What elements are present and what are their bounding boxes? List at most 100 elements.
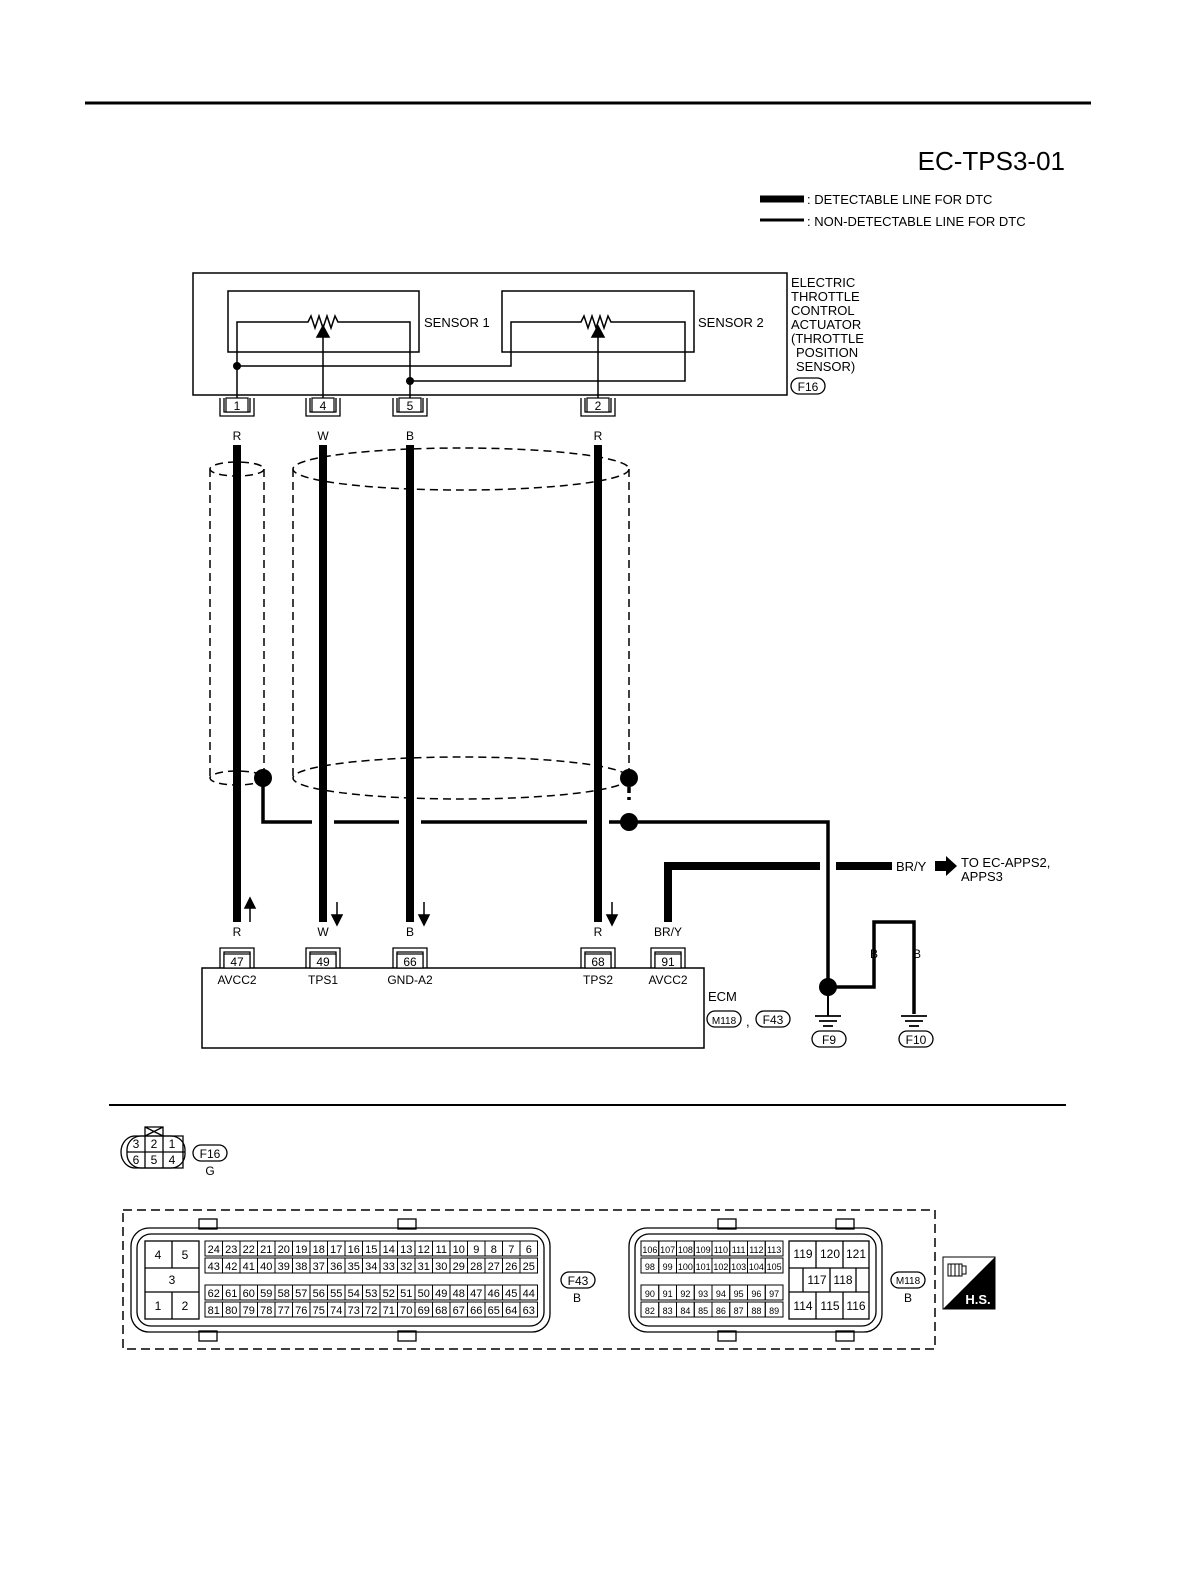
f43-pin: 7	[508, 1244, 514, 1256]
ground-f10-symbol	[901, 1015, 927, 1027]
m118-pin: 100	[678, 1262, 693, 1272]
ecm-pin-68: R 68 TPS2	[580, 925, 616, 987]
actuator-name-line: ELECTRIC	[791, 275, 855, 290]
f43-pin: 72	[365, 1305, 377, 1317]
f43-pin: 47	[470, 1288, 482, 1300]
diagram-id: EC-TPS3-01	[918, 146, 1065, 176]
ecm-pin-color: B	[406, 925, 414, 939]
f43-pin: 14	[383, 1244, 395, 1256]
f43-pin: 48	[453, 1288, 465, 1300]
f43-pin: 43	[208, 1261, 220, 1273]
top-pin-1: 1 R	[219, 397, 255, 443]
shield-splice	[254, 769, 272, 787]
f43-label: F43	[568, 1274, 589, 1288]
m118-pin: 94	[716, 1289, 726, 1299]
sensor1-potentiometer	[236, 313, 411, 402]
f16-pin: 3	[133, 1137, 140, 1151]
f16-color: G	[205, 1164, 214, 1178]
f43-pin: 5	[182, 1248, 189, 1262]
f43-pin: 1	[155, 1299, 162, 1313]
f43-pin: 49	[435, 1288, 447, 1300]
f43-pin: 10	[453, 1244, 465, 1256]
f16-pin: 5	[151, 1153, 158, 1167]
m118-pin: 107	[660, 1245, 675, 1255]
f43-color: B	[573, 1291, 581, 1305]
m118-pin: 91	[663, 1289, 673, 1299]
f16-pin: 4	[169, 1153, 176, 1167]
m118-pin: 115	[820, 1299, 839, 1313]
m118-pin: 84	[680, 1306, 690, 1316]
branch-arrow	[935, 856, 957, 876]
m118-pin: 103	[731, 1262, 746, 1272]
f43-pin: 11	[436, 1244, 447, 1256]
branch-to-line: APPS3	[961, 869, 1003, 884]
actuator-connector: F16	[798, 380, 819, 394]
ecm-name: ECM	[708, 989, 737, 1004]
f43-pin: 54	[348, 1288, 360, 1300]
f43-pin: 70	[400, 1305, 412, 1317]
sensor2-label: SENSOR 2	[698, 315, 764, 330]
f43-pin: 20	[278, 1244, 290, 1256]
f43-badge	[560, 1271, 596, 1289]
f43-pin: 66	[470, 1305, 482, 1317]
connector-f43-face	[130, 1218, 551, 1342]
f43-pin: 17	[330, 1244, 342, 1256]
f43-pin: 77	[278, 1305, 290, 1317]
m118-pin: 111	[732, 1245, 746, 1255]
m118-pin: 93	[698, 1289, 708, 1299]
m118-pin-cell	[764, 1284, 784, 1301]
shield-splice	[620, 769, 638, 787]
f43-pin: 6	[526, 1244, 532, 1256]
top-pin-5: 5 B	[392, 397, 428, 443]
ground-f10-badge	[898, 1030, 934, 1048]
f43-pin: 51	[400, 1288, 412, 1300]
m118-pin: 119	[793, 1247, 812, 1261]
ecm-connector: M118	[712, 1016, 737, 1027]
f43-pin: 80	[225, 1305, 237, 1317]
ecm-pin-signal: AVCC2	[648, 973, 687, 987]
m118-pin: 112	[749, 1245, 763, 1255]
ecm-connector-badge	[706, 1010, 742, 1028]
top-pin-color: W	[317, 429, 329, 443]
actuator-box	[192, 272, 788, 396]
f16-pin: 1	[169, 1137, 176, 1151]
legend-detectable: : DETECTABLE LINE FOR DTC	[807, 192, 992, 207]
shield-right	[292, 447, 630, 800]
f43-pin: 46	[488, 1288, 500, 1300]
top-pin-number: 2	[595, 399, 602, 413]
m118-pin: 98	[645, 1262, 655, 1272]
f43-pin: 30	[435, 1261, 447, 1273]
ecm-box	[201, 967, 705, 1049]
f43-pin: 69	[418, 1305, 430, 1317]
m118-pin: 102	[713, 1262, 728, 1272]
shield-drain-wire	[261, 778, 830, 985]
top-pin-4: 4 W	[305, 397, 341, 443]
ecm-pin-number: 91	[661, 955, 675, 969]
hs-badge-text: H.S.	[965, 1292, 990, 1307]
m118-pin: 104	[749, 1262, 764, 1272]
m118-pin: 120	[820, 1247, 840, 1261]
actuator-name-line: CONTROL	[791, 303, 855, 318]
ground-f9-badge	[811, 1030, 847, 1048]
top-pin-color: B	[406, 429, 414, 443]
m118-pin: 114	[793, 1299, 812, 1313]
f43-pin: 18	[313, 1244, 325, 1256]
top-pin-number: 5	[407, 399, 414, 413]
m118-pin: 116	[846, 1299, 865, 1313]
f43-pin: 36	[330, 1261, 342, 1273]
f43-pin: 50	[418, 1288, 430, 1300]
ecm-connectors-frame	[122, 1209, 936, 1350]
f43-pin: 12	[418, 1244, 430, 1256]
f43-pin: 27	[488, 1261, 500, 1273]
f43-pin: 3	[169, 1273, 176, 1287]
f43-pin-cell	[519, 1257, 538, 1274]
f43-pin: 68	[435, 1305, 447, 1317]
ecm-pin-number: 68	[591, 955, 605, 969]
top-pin-color: R	[594, 429, 603, 443]
f43-pin-cell	[519, 1301, 538, 1318]
f43-pin: 59	[260, 1288, 272, 1300]
ground-f10-label: F10	[906, 1033, 927, 1047]
m118-pin: 92	[680, 1289, 690, 1299]
splice-dot	[233, 362, 241, 370]
